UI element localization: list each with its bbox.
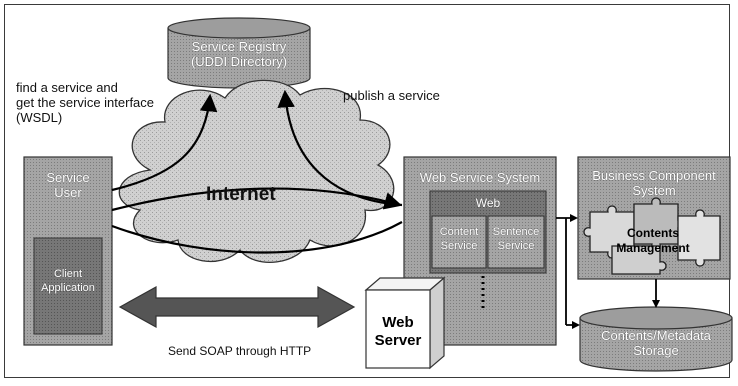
service-user-label-2: User <box>54 185 82 200</box>
registry-label-1: Service Registry <box>191 39 287 54</box>
client-app-box <box>33 237 103 335</box>
internet-label: Internet <box>206 184 276 205</box>
soap-arrow <box>118 285 356 329</box>
business-label-2: System <box>632 183 676 198</box>
storage-cylinder <box>579 306 733 372</box>
puzzle-label-2: Management <box>616 241 690 255</box>
find-text-3: (WSDL) <box>16 110 63 125</box>
publish-arrow <box>277 89 403 207</box>
puzzle-label-1: Contents <box>627 226 679 240</box>
soap-text: Send SOAP through HTTP <box>168 344 312 358</box>
wss-title: Web Service System <box>419 170 541 185</box>
response-arrow <box>111 221 403 254</box>
web-server-label-2: Server <box>374 332 422 349</box>
publish-text: publish a service <box>343 88 440 103</box>
storage-label-2: Storage <box>633 343 679 358</box>
content-service-label-2: Service <box>440 240 478 252</box>
web-server-icon <box>364 276 446 370</box>
service-user-label-1: Service <box>46 170 90 185</box>
storage-label-1: Contents/Metadata <box>601 328 711 343</box>
client-app-label-2: Application <box>41 282 95 294</box>
registry-label-2: (UDDI Directory) <box>190 54 288 69</box>
find-text-2: get the service interface <box>16 95 155 110</box>
web-server-label-1: Web <box>382 314 414 331</box>
business-label-1: Business Component <box>592 168 716 183</box>
puzzle-pieces <box>583 197 721 275</box>
request-arrow <box>111 187 403 212</box>
content-service-label-1: Content <box>439 226 479 238</box>
find-text-1: find a service and <box>16 80 118 95</box>
internet-cloud <box>118 79 395 263</box>
find-arrow <box>111 93 218 192</box>
service-registry-cylinder <box>167 17 311 89</box>
sentence-service-label-1: Sentence <box>492 226 540 238</box>
web-label: Web <box>475 196 501 210</box>
bracket-line <box>556 217 576 326</box>
client-app-label-1: Client <box>53 268 83 280</box>
sentence-service-label-2: Service <box>497 240 535 252</box>
